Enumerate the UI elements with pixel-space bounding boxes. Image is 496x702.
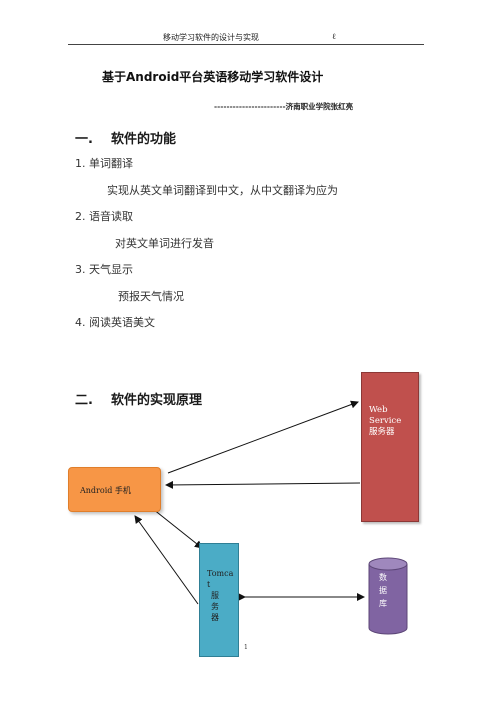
- feature-label: 单词翻译: [89, 157, 133, 170]
- arrow-webservice-to-android: [165, 480, 361, 489]
- web-service-label-line2: Service: [369, 416, 402, 426]
- section-1-number: 一.: [75, 132, 93, 147]
- tomcat-label-line5: 器: [211, 613, 219, 622]
- feature-number: 3.: [75, 263, 86, 276]
- running-header-marker: ℓ: [332, 32, 336, 41]
- running-header-title: 移动学习软件的设计与实现: [163, 33, 259, 42]
- feature-label: 天气显示: [89, 263, 133, 276]
- feature-number: 4.: [75, 316, 86, 329]
- section-1-title: 软件的功能: [111, 132, 177, 147]
- document-title: 基于Android平台英语移动学习软件设计: [102, 70, 324, 84]
- section-2-heading: 二. 软件的实现原理: [75, 389, 202, 408]
- web-service-server-box: Web Service 服务器: [361, 372, 419, 522]
- page-number: 1: [244, 644, 248, 651]
- feature-description-1: 实现从英文单词翻译到中文，从中文翻译为应为: [107, 184, 338, 197]
- section-2-title: 软件的实现原理: [111, 393, 203, 408]
- database-label-line2: 据: [379, 586, 387, 595]
- feature-item-4: 4.阅读英语美文: [75, 314, 155, 330]
- tomcat-label-line1: Tomca: [207, 569, 234, 578]
- header-rule: [68, 44, 424, 45]
- android-phone-label: Android 手机: [80, 486, 131, 495]
- feature-item-1: 1.单词翻译: [75, 155, 133, 171]
- tomcat-label-line4: 务: [211, 602, 219, 611]
- feature-description-2: 对英文单词进行发音: [115, 237, 214, 250]
- feature-label: 阅读英语美文: [89, 316, 155, 329]
- tomcat-label-line2: t: [207, 580, 211, 589]
- arrow-android-to-tomcat: [152, 508, 203, 549]
- arrow-android-to-webservice: [167, 400, 359, 474]
- feature-number: 2.: [75, 210, 86, 223]
- tomcat-server-box: Tomca t 服 务 器: [199, 543, 239, 657]
- web-service-label-line3: 服务器: [369, 427, 395, 437]
- feature-number: 1.: [75, 157, 86, 170]
- author-byline: -----------------------济南职业学院张红亮: [214, 102, 354, 111]
- feature-item-2: 2.语音读取: [75, 208, 133, 224]
- arrow-tomcat-to-android: [134, 515, 199, 605]
- database-label: 数 据 库: [376, 571, 390, 610]
- database-cylinder: [368, 557, 408, 635]
- tomcat-label-line3: 服: [211, 591, 219, 600]
- feature-item-3: 3.天气显示: [75, 261, 133, 277]
- section-2-number: 二.: [75, 393, 93, 408]
- feature-description-3: 预报天气情况: [118, 290, 184, 303]
- feature-label: 语音读取: [89, 210, 133, 223]
- web-service-label-line1: Web: [369, 405, 388, 415]
- section-1-heading: 一. 软件的功能: [75, 128, 176, 147]
- database-label-line3: 库: [379, 599, 387, 608]
- android-phone-box: Android 手机: [68, 467, 161, 512]
- database-label-line1: 数: [379, 573, 387, 582]
